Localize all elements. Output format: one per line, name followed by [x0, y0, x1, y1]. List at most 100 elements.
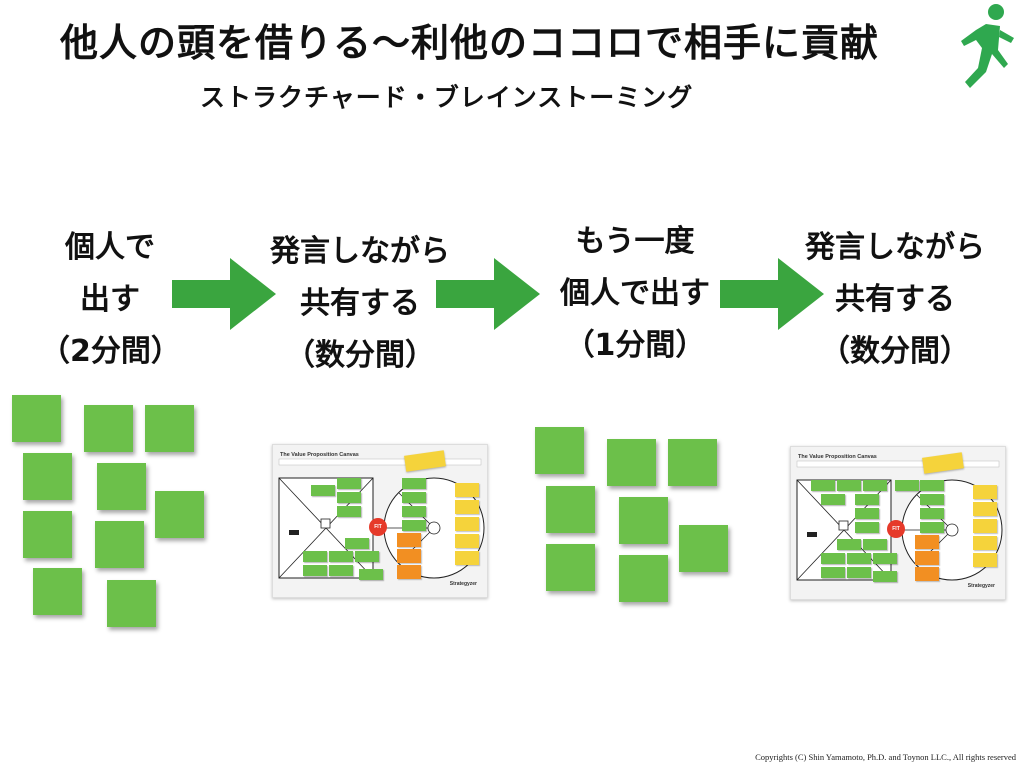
- step-4-line3: （数分間）: [820, 334, 970, 369]
- mini-note: [359, 569, 383, 580]
- sticky-note: [23, 511, 72, 558]
- mini-note: [337, 506, 361, 517]
- gain-note: [455, 500, 479, 514]
- gain-note: [455, 517, 479, 531]
- running-person-icon: [961, 4, 1014, 88]
- step-3-line3: （1分間）: [564, 328, 706, 363]
- step-2: 発言しながら 共有する （数分間）: [250, 226, 470, 382]
- gain-note: [455, 534, 479, 548]
- mini-note: [855, 522, 879, 533]
- mini-note: [402, 506, 426, 517]
- mini-note: [920, 508, 944, 519]
- mini-note: [303, 565, 327, 576]
- sticky-note: [12, 395, 61, 442]
- mini-note: [920, 522, 944, 533]
- sticky-note: [679, 525, 728, 572]
- gain-note: [973, 519, 997, 533]
- step-2-line3: （数分間）: [285, 338, 435, 373]
- sticky-note: [619, 555, 668, 602]
- mini-note: [855, 494, 879, 505]
- value-proposition-canvas-2: The Value Proposition Canvas FIT Strateg…: [790, 446, 1006, 600]
- step-3-line2: 個人で出す: [560, 276, 710, 311]
- sticky-note: [107, 580, 156, 627]
- sticky-note: [155, 491, 204, 538]
- mini-note: [329, 565, 353, 576]
- step-1-line2: 出す: [80, 282, 140, 317]
- step-3-line1: もう一度: [575, 224, 695, 259]
- gain-note: [973, 536, 997, 550]
- step-1: 個人で 出す （2分間）: [40, 222, 181, 378]
- mini-note: [303, 551, 327, 562]
- strategyzer-logo: Strategyzer: [967, 583, 995, 589]
- step-4-line1: 発言しながら: [805, 230, 985, 265]
- step-1-line3: （2分間）: [40, 334, 181, 369]
- mini-note: [355, 551, 379, 562]
- gain-note: [455, 483, 479, 497]
- mini-note: [847, 553, 871, 564]
- sticky-note: [546, 486, 595, 533]
- fit-badge: FIT: [369, 518, 387, 536]
- fit-badge: FIT: [887, 520, 905, 538]
- strategyzer-logo: Strategyzer: [449, 581, 477, 587]
- sticky-note: [33, 568, 82, 615]
- mini-note: [895, 480, 919, 491]
- sticky-note: [84, 405, 133, 452]
- mini-note: [821, 567, 845, 578]
- sticky-note: [95, 521, 144, 568]
- value-proposition-canvas-1: The Value Proposition Canvas FIT Strateg…: [272, 444, 488, 598]
- step-4-line2: 共有する: [835, 282, 955, 317]
- pain-note: [915, 551, 939, 565]
- mini-note: [329, 551, 353, 562]
- gain-note: [973, 485, 997, 499]
- mini-note: [873, 553, 897, 564]
- step-3: もう一度 個人で出す （1分間）: [530, 216, 740, 372]
- mini-note: [311, 485, 335, 496]
- mini-note: [402, 520, 426, 531]
- mini-note: [837, 480, 861, 491]
- gain-note: [973, 502, 997, 516]
- sticky-note: [23, 453, 72, 500]
- canvas-title: The Value Proposition Canvas: [280, 452, 359, 458]
- canvas-title: The Value Proposition Canvas: [798, 454, 877, 460]
- step-2-line1: 発言しながら: [270, 234, 450, 269]
- sticky-note: [546, 544, 595, 591]
- mini-note: [920, 494, 944, 505]
- mini-note: [345, 538, 369, 549]
- right-arrow-icon: [436, 258, 540, 330]
- step-4: 発言しながら 共有する （数分間）: [785, 222, 1005, 378]
- pain-note: [915, 567, 939, 581]
- gain-note: [455, 551, 479, 565]
- sticky-note: [97, 463, 146, 510]
- pain-note: [397, 549, 421, 563]
- mini-note: [402, 478, 426, 489]
- page-title: 他人の頭を借りる〜利他のココロで相手に貢献: [60, 21, 880, 65]
- right-arrow-icon: [720, 258, 824, 330]
- page-subtitle: ストラクチャード・ブレインストーミング: [200, 83, 694, 112]
- gain-note: [973, 553, 997, 567]
- sticky-note: [668, 439, 717, 486]
- mini-note: [811, 480, 835, 491]
- sticky-note: [619, 497, 668, 544]
- mini-note: [837, 539, 861, 550]
- mini-note: [847, 567, 871, 578]
- mini-note: [821, 553, 845, 564]
- sticky-note: [607, 439, 656, 486]
- pain-note: [397, 565, 421, 579]
- mini-note: [337, 492, 361, 503]
- mini-note: [920, 480, 944, 491]
- copyright-notice: Copyrights (C) Shin Yamamoto, Ph.D. and …: [755, 752, 1016, 762]
- sticky-note: [145, 405, 194, 452]
- step-2-line2: 共有する: [300, 286, 420, 321]
- pain-note: [915, 535, 939, 549]
- mini-note: [873, 571, 897, 582]
- sticky-note: [535, 427, 584, 474]
- mini-note: [863, 539, 887, 550]
- pain-note: [397, 533, 421, 547]
- mini-note: [402, 492, 426, 503]
- step-1-line1: 個人で: [65, 230, 155, 265]
- mini-note: [863, 480, 887, 491]
- mini-note: [821, 494, 845, 505]
- right-arrow-icon: [172, 258, 276, 330]
- mini-note: [855, 508, 879, 519]
- mini-note: [337, 478, 361, 489]
